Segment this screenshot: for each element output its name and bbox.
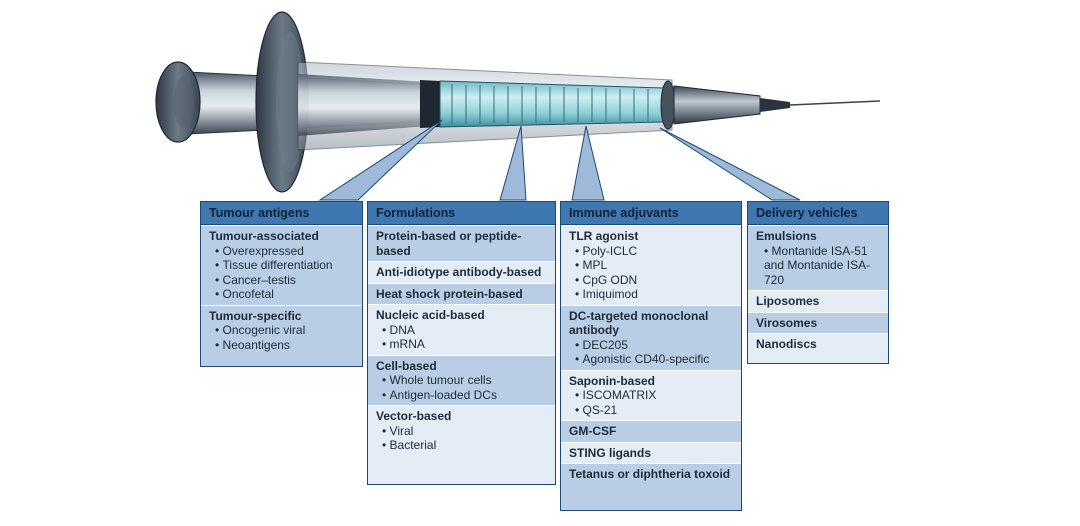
- list-item: Agonistic CD40-specific: [569, 352, 733, 367]
- group-title: Anti-idiotype antibody-based: [376, 265, 542, 279]
- list-item: mRNA: [376, 337, 547, 352]
- panel-formulations: Formulations Protein-based or peptide-ba…: [367, 201, 556, 485]
- group-nucleic-acid: Nucleic acid-based DNA mRNA: [368, 304, 555, 355]
- panel-title: Immune adjuvants: [561, 202, 741, 225]
- panel-immune-adjuvants: Immune adjuvants TLR agonist Poly-ICLC M…: [560, 201, 742, 511]
- panel-title: Delivery vehicles: [748, 202, 888, 225]
- group-title: STING ligands: [569, 445, 652, 460]
- vaccine-liquid: [439, 80, 665, 128]
- group-title: Nanodiscs: [756, 337, 817, 351]
- group-title: Tumour-associated: [209, 229, 319, 243]
- group-title: DC-targeted monoclonal antibody: [569, 308, 709, 338]
- list-item: QS-21: [569, 403, 733, 418]
- syringe-hub: [673, 85, 761, 125]
- group-title: Saponin-based: [569, 373, 656, 388]
- group-tumour-specific: Tumour-specific Oncogenic viral Neoantig…: [201, 304, 362, 366]
- graduation-marks: [451, 84, 649, 124]
- group-tlr-agonist: TLR agonist Poly-ICLC MPL CpG ODN Imiqui…: [561, 225, 741, 305]
- needle: [789, 100, 881, 106]
- list-item: ISCOMATRIX: [569, 388, 733, 403]
- group-nanodiscs: Nanodiscs: [748, 333, 888, 363]
- group-title: Heat shock protein-based: [376, 286, 523, 301]
- group-emulsions: Emulsions Montanide ISA-51 and Montanide…: [748, 225, 888, 290]
- list-item: Overexpressed: [209, 244, 354, 259]
- group-saponin: Saponin-based ISCOMATRIX QS-21: [561, 369, 741, 420]
- group-title: Tetanus or diphtheria toxoid: [569, 467, 731, 481]
- panel-tumour-antigens: Tumour antigens Tumour-associated Overex…: [200, 201, 363, 367]
- list-item: Montanide ISA-51 and Montanide ISA-720: [756, 244, 880, 288]
- list-item: MPL: [569, 258, 733, 273]
- list-item: Tissue differentiation: [209, 258, 354, 273]
- list-item: Poly-ICLC: [569, 244, 733, 259]
- group-protein-peptide: Protein-based or peptide-based: [368, 225, 555, 261]
- list-item: Whole tumour cells: [376, 373, 547, 388]
- callout-connectors: [318, 119, 801, 201]
- group-title: Liposomes: [756, 294, 820, 308]
- list-item: Viral: [376, 424, 547, 439]
- group-tumour-associated: Tumour-associated Overexpressed Tissue d…: [201, 225, 362, 305]
- group-title: Protein-based or peptide-based: [376, 229, 522, 258]
- group-title: TLR agonist: [569, 229, 639, 243]
- group-dc-targeted: DC-targeted monoclonal antibody DEC205 A…: [561, 304, 741, 370]
- group-title: Cell-based: [376, 358, 437, 373]
- group-liposomes: Liposomes: [748, 290, 888, 312]
- panel-delivery-vehicles: Delivery vehicles Emulsions Montanide IS…: [747, 201, 889, 364]
- group-title: Virosomes: [756, 315, 818, 330]
- list-item: Oncogenic viral: [209, 323, 354, 338]
- group-title: Tumour-specific: [209, 308, 302, 323]
- list-item: Oncofetal: [209, 287, 354, 302]
- group-virosomes: Virosomes: [748, 311, 888, 333]
- list-item: Neoantigens: [209, 338, 354, 353]
- group-title: Emulsions: [756, 229, 817, 243]
- list-item: Cancer–testis: [209, 273, 354, 288]
- group-title: Vector-based: [376, 409, 452, 423]
- list-item: CpG ODN: [569, 273, 733, 288]
- plunger-stopper: [420, 80, 440, 128]
- group-gm-csf: GM-CSF: [561, 420, 741, 442]
- group-heat-shock: Heat shock protein-based: [368, 282, 555, 304]
- group-title: Nucleic acid-based: [376, 308, 485, 322]
- group-cell-based: Cell-based Whole tumour cells Antigen-lo…: [368, 354, 555, 405]
- panel-title: Tumour antigens: [201, 202, 362, 225]
- list-item: Imiquimod: [569, 287, 733, 302]
- group-tetanus-toxoid: Tetanus or diphtheria toxoid: [561, 463, 741, 510]
- group-title: GM-CSF: [569, 424, 617, 438]
- group-vector-based: Vector-based Viral Bacterial: [368, 405, 555, 484]
- list-item: DNA: [376, 323, 547, 338]
- group-anti-idiotype: Anti-idiotype antibody-based: [368, 261, 555, 283]
- group-sting-ligands: STING ligands: [561, 441, 741, 463]
- list-item: Bacterial: [376, 438, 547, 453]
- list-item: DEC205: [569, 338, 733, 353]
- list-item: Antigen-loaded DCs: [376, 388, 547, 403]
- panel-title: Formulations: [368, 202, 555, 225]
